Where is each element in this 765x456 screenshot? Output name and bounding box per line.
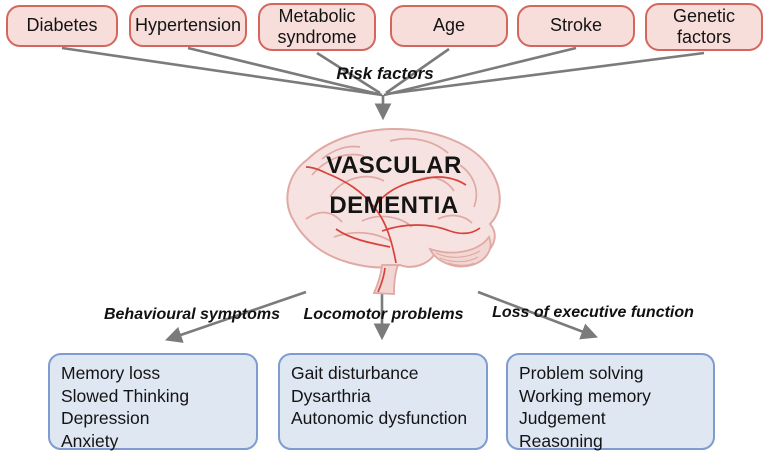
outcome-item: Slowed Thinking <box>61 385 190 406</box>
brain-icon <box>278 123 510 295</box>
risk-box-genetic-factors: Genetic factors <box>645 3 763 51</box>
behavioural-symptoms-label: Behavioural symptoms <box>103 306 281 323</box>
risk-factors-label: Risk factors <box>336 64 434 83</box>
outcome-item: Working memory <box>519 385 651 406</box>
risk-box-hypertension: Hypertension <box>129 5 247 47</box>
outcome-box-executive: Problem solving Working memory Judgement… <box>506 353 715 451</box>
outcome-item: Autonomic dysfunction <box>291 408 468 428</box>
risk-box-stroke: Stroke <box>517 5 635 47</box>
outcome-item: Anxiety <box>61 430 119 451</box>
outcome-item: Depression <box>61 408 150 428</box>
diagram-title-line2: DEMENTIA <box>329 192 459 219</box>
risk-box-label: Diabetes <box>26 15 98 36</box>
risk-box-age: Age <box>390 5 508 47</box>
diagram-title-line1: VASCULAR <box>326 152 462 179</box>
outcome-item: Problem solving <box>519 363 644 383</box>
risk-box-metabolic-syndrome: Metabolic syndrome <box>258 3 376 51</box>
risk-box-label: Hypertension <box>134 15 242 36</box>
risk-box-label: Metabolic syndrome <box>277 5 357 47</box>
risk-box-label: Genetic factors <box>672 5 736 47</box>
outcome-item: Dysarthria <box>291 385 371 406</box>
outcome-item: Judgement <box>519 408 606 428</box>
outcome-box-locomotor: Gait disturbance Dysarthria Autonomic dy… <box>278 353 488 450</box>
outcome-item: Memory loss <box>61 363 161 383</box>
executive-function-label: Loss of executive function <box>492 304 694 321</box>
risk-box-label: Stroke <box>549 15 603 36</box>
locomotor-problems-label: Locomotor problems <box>303 306 464 323</box>
risk-box-label: Age <box>432 15 466 36</box>
outcome-item: Reasoning <box>519 430 603 451</box>
outcome-item: Gait disturbance <box>291 363 419 383</box>
risk-box-diabetes: Diabetes <box>6 5 118 47</box>
outcome-box-behavioural: Memory loss Slowed Thinking Depression A… <box>48 353 258 451</box>
